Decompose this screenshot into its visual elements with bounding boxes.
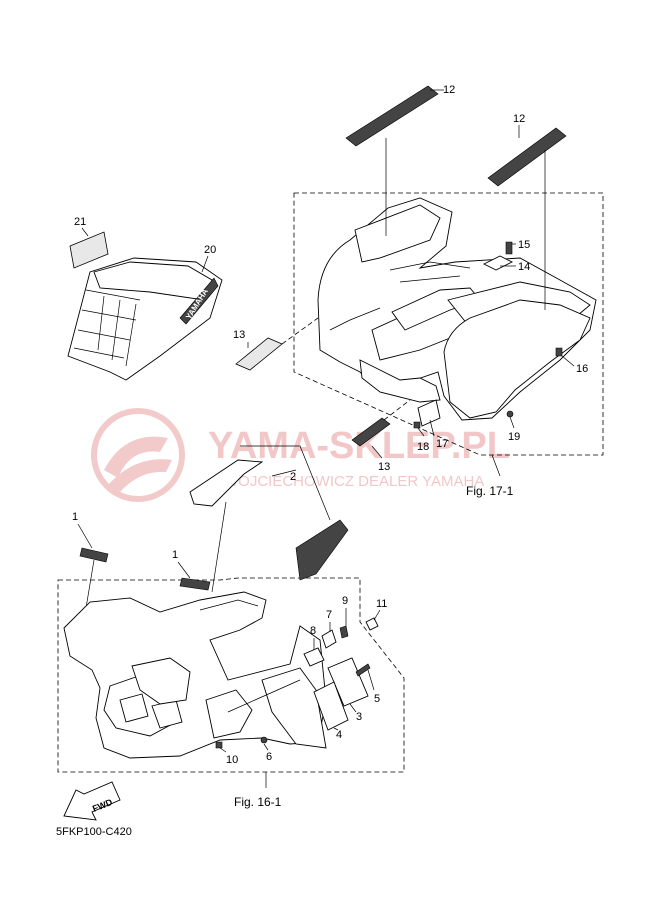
callout-18: 18	[417, 441, 429, 453]
callout-20: 20	[204, 244, 216, 256]
front-panel-group: 21 YAMAHA 20	[67, 216, 223, 381]
callout-12b: 12	[513, 113, 525, 125]
plate-17	[417, 399, 441, 427]
callout-13a: 13	[233, 329, 245, 341]
fig16-caption: Fig. 16-1	[234, 795, 282, 809]
callout-11: 11	[376, 598, 387, 610]
fig17-group: 12 12 15 14 16 17 18 19 13	[233, 84, 604, 498]
callout-16: 16	[576, 363, 588, 375]
bolt-5	[355, 663, 371, 677]
callout-7: 7	[326, 609, 332, 621]
decal-2-right	[295, 519, 349, 581]
decal-2-left	[189, 459, 264, 507]
grommet-19	[506, 410, 514, 418]
watermark: YAMA-SKLEP.PL WOJCIECHOWICZ DEALER YAMAH…	[91, 408, 510, 502]
fig17-boundary	[293, 192, 604, 456]
callout-10: 10	[226, 754, 238, 766]
yamaha-emblem	[179, 277, 219, 325]
plate-3	[327, 657, 369, 707]
callout-21: 21	[74, 216, 86, 228]
decal-13-bottom	[351, 417, 391, 447]
callout-5: 5	[374, 693, 380, 705]
plate-8	[303, 647, 325, 667]
drawing-code: 5FKP100-C420	[56, 826, 132, 838]
fig16-group: 2 1 1 3 4 5	[57, 445, 405, 809]
callout-13b: 13	[378, 461, 390, 473]
watermark-logo-icon	[91, 408, 185, 502]
fig17-caption: Fig. 17-1	[466, 484, 514, 498]
fig16-boundary	[57, 577, 405, 773]
clip-10	[215, 741, 223, 749]
grommet-6	[260, 736, 268, 744]
callout-8: 8	[310, 625, 316, 637]
decal-21	[69, 231, 109, 269]
decal-1-left	[79, 547, 109, 563]
callout-6: 6	[266, 751, 272, 763]
callout-1a: 1	[72, 511, 78, 523]
callout-3: 3	[356, 711, 362, 723]
screw-18	[413, 421, 421, 429]
callout-1b: 1	[172, 549, 178, 561]
decal-1-right	[179, 577, 211, 591]
plate-7	[321, 629, 337, 649]
clip-11	[365, 617, 379, 631]
callout-4: 4	[336, 729, 342, 741]
callout-19: 19	[508, 431, 520, 443]
decal-12-left	[345, 85, 439, 147]
rear-fender	[317, 197, 597, 421]
callout-9: 9	[342, 595, 348, 607]
callout-12a: 12	[443, 84, 455, 96]
decal-12-right	[487, 127, 567, 187]
callout-15: 15	[518, 239, 530, 251]
fwd-arrow-icon: FWD	[63, 781, 121, 821]
callout-2: 2	[290, 471, 296, 483]
bolt-15	[505, 241, 513, 255]
front-fender	[63, 591, 327, 759]
clip-16	[555, 347, 563, 357]
callout-17: 17	[436, 438, 448, 450]
decal-13-left	[235, 337, 283, 371]
callout-14: 14	[518, 261, 530, 273]
bolt-9	[339, 625, 349, 639]
pad-14	[482, 255, 514, 271]
watermark-tagline: WOJCIECHOWICZ DEALER YAMAHA	[224, 473, 484, 490]
plate-4	[313, 681, 349, 731]
